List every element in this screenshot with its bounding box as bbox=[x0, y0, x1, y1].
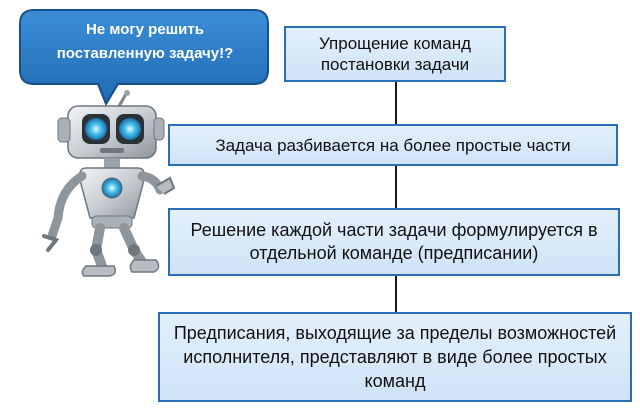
speech-bubble-text: Не могу решить поставленную задачу!? bbox=[56, 21, 234, 62]
flow-box-3-text: Решение каждой части задачи формулируетс… bbox=[190, 220, 598, 263]
speech-bubble-icon bbox=[19, 9, 269, 107]
flow-box-3: Решение каждой части задачи формулируетс… bbox=[168, 208, 620, 276]
flow-box-1-text: Упрощение команд постановки задачи bbox=[319, 34, 471, 74]
flow-box-2: Задача разбивается на более простые част… bbox=[168, 124, 618, 166]
flow-box-4-text: Предписания, выходящие за пределы возмож… bbox=[173, 323, 617, 391]
flow-box-4: Предписания, выходящие за пределы возмож… bbox=[158, 312, 632, 402]
flow-box-2-text: Задача разбивается на более простые част… bbox=[215, 135, 571, 155]
connector-1-2 bbox=[395, 80, 397, 126]
connector-3-4 bbox=[395, 274, 397, 314]
robot-illustration-icon bbox=[42, 90, 176, 277]
connector-2-3 bbox=[395, 164, 397, 210]
flow-box-1: Упрощение команд постановки задачи bbox=[284, 26, 506, 82]
